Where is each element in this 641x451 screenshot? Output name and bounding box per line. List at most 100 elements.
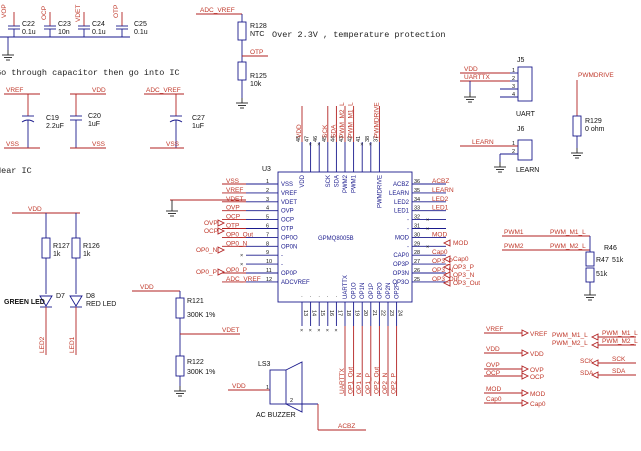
note-temperature: Over 2.3V , temperature protection: [272, 30, 445, 40]
c25-value: 0.1u: [134, 29, 148, 36]
ic-pin-name: OCP: [281, 218, 294, 224]
resistor-r127: [41, 237, 51, 259]
buzzer-net-acbz: ACBZ: [338, 423, 355, 430]
ic-net-label: OP0_P: [226, 267, 247, 274]
r122-ref: R122: [187, 359, 204, 366]
c25-ref: C25: [134, 21, 147, 28]
ic-pin-number: 15: [319, 310, 325, 316]
c27-ref: C27: [192, 115, 205, 122]
resistor-r121: [175, 297, 185, 319]
ic-net-label: MOD: [432, 231, 447, 238]
buzzer-pin-2: 2: [290, 398, 293, 404]
r125-ref: R125: [250, 73, 267, 80]
c19-value: 2.2uF: [46, 123, 64, 130]
port-label-ovp: OVP: [204, 220, 218, 227]
ic-pin-name: OTP: [281, 227, 293, 233]
svg-text:VDD: VDD: [530, 351, 544, 358]
ic-pin-number: 26: [414, 268, 420, 274]
pwm-out-1: PWM_M1_L: [550, 229, 586, 236]
ic-net-label: OP2_N: [382, 372, 389, 394]
ic-net-label: PWM_M2_L: [339, 102, 346, 138]
port-sck: SCK SCK: [580, 356, 636, 367]
ic-left-ports: OVP OCP OP0_N OP0_P: [196, 219, 226, 276]
d8-ref: D8: [86, 293, 95, 300]
svg-text:Cap0: Cap0: [530, 401, 546, 408]
nc-mark: ×: [426, 218, 429, 224]
ic-net-label: Cap0: [432, 249, 448, 256]
port-label-cap0: Cap0: [453, 256, 469, 263]
ic-net-label: SCK: [322, 124, 329, 138]
ic-pin-name: -: [407, 244, 409, 250]
r125-value: 10k: [250, 81, 262, 88]
divider-net-vdd: VDD: [140, 284, 154, 291]
ic-pin-number: 6: [266, 224, 269, 230]
ic-pin-number: 3: [266, 197, 269, 203]
ic-pin-number: 47: [305, 136, 311, 142]
j6-pin-1: 1: [512, 141, 515, 147]
nc-mark: ·: [318, 294, 320, 300]
svg-text:SDA: SDA: [580, 370, 594, 377]
divider-net-vdet: VDET: [222, 327, 239, 334]
d8-name: RED LED: [86, 301, 116, 308]
ic-net-label: OP1_Out: [348, 367, 355, 394]
ic-net-label: PWMDRIVE: [373, 102, 380, 138]
ic-net-label: VREF: [226, 187, 243, 194]
ic-net-label: OP0_Out: [226, 231, 253, 238]
svg-text:PWM_M2_L: PWM_M2_L: [602, 338, 638, 345]
svg-text:OCP: OCP: [486, 370, 500, 377]
net-label-pwmdrive: PWMDRIVE: [578, 72, 614, 79]
ic-pin-name: ADCVREF: [281, 280, 310, 286]
note-capacitor: Go through capacitor then go into IC: [0, 68, 180, 78]
cap-c19: VREF VSS C19 2.2uF: [4, 87, 64, 149]
nc-mark: ×: [426, 227, 429, 233]
ic-pin-number: 37: [373, 136, 379, 142]
ic-pin-name: PWM1: [352, 174, 358, 193]
port-label-op0-n: OP0_N: [196, 247, 218, 254]
ic-pin-number: 11: [266, 268, 272, 274]
nc-mark: ×: [426, 244, 429, 250]
ic-u3-part: GPMQ8005B: [318, 236, 354, 242]
pwm-out-2: PWM_M2_L: [550, 243, 586, 250]
c20-net-top: VDD: [92, 87, 106, 94]
nc-mark: ·: [310, 294, 312, 300]
ic-pin-name: OP1P: [369, 283, 375, 299]
ic-pin-number: 48: [296, 136, 302, 142]
nc-mark: ×: [369, 142, 372, 148]
ic-pin-name: ACBZ: [393, 182, 409, 188]
svg-text:VREF: VREF: [486, 326, 503, 333]
ic-pin-number: 18: [345, 310, 351, 316]
resistor-r129-group: PWMDRIVE R129 0 ohm: [570, 72, 614, 159]
ic-net-label: VDET: [226, 196, 243, 203]
ic-pin-number: 41: [356, 136, 362, 142]
ic-pin-name: OP0P: [281, 271, 297, 277]
ic-pin-number: 35: [414, 188, 420, 194]
ic-pin-number: 29: [414, 241, 420, 247]
j5-pin-1: 1: [512, 68, 515, 74]
net-label-otp-ntc: OTP: [250, 49, 263, 56]
ic-pin-name: OP0N: [281, 244, 297, 250]
ic-net-label: OP3_P: [432, 258, 453, 265]
ic-pin-number: 45: [322, 136, 328, 142]
ic-pin-number: 25: [414, 277, 420, 283]
net-label-vop: VOP: [1, 4, 8, 18]
r121-value: 300K 1%: [187, 312, 215, 319]
nc-mark: ·: [327, 294, 329, 300]
buzzer-net-vdd: VDD: [232, 383, 246, 390]
j6-body: [517, 139, 533, 161]
ic-net-label: ADC_VREF: [226, 276, 261, 283]
ic-net-label: VDD: [296, 124, 303, 138]
j6-net-learn: LEARN: [472, 139, 494, 146]
ic-pin-number: 33: [414, 206, 420, 212]
cap-c25: OTP C25 0.1u: [113, 5, 148, 37]
ic-pin-number: 42: [348, 136, 354, 142]
ic-pin-name: VSS: [281, 182, 293, 188]
ic-net-label: UARTTX: [339, 367, 346, 394]
j5-pin-2: 2: [512, 76, 515, 82]
ic-pin-number: 2: [266, 188, 269, 194]
c23-value: 10n: [58, 29, 70, 36]
ic-pin-number: 13: [302, 310, 308, 316]
ic-pin-number: 8: [266, 241, 269, 247]
cap-c23: OCP C23 10n: [41, 6, 71, 37]
nc-mark: ×: [317, 142, 320, 148]
c24-ref: C24: [92, 21, 105, 28]
